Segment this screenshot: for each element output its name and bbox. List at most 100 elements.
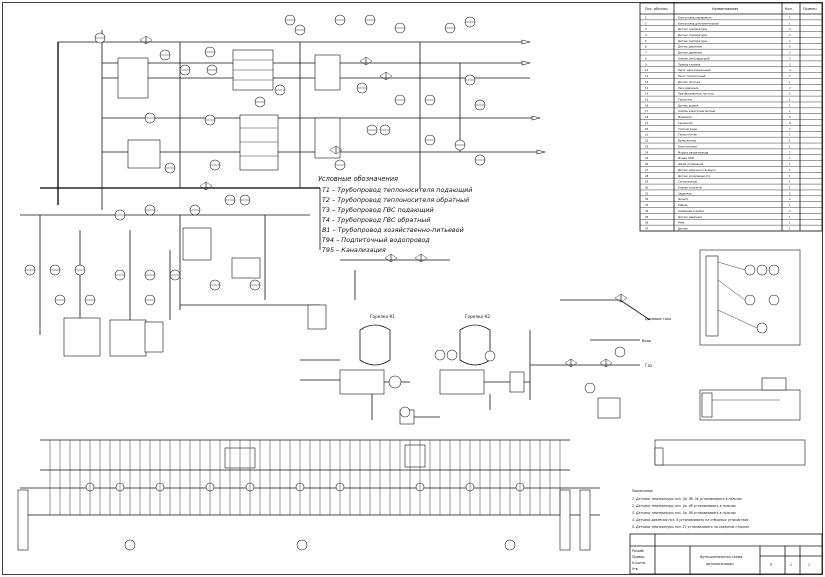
spec-cell-qty: 6 xyxy=(789,45,791,49)
spec-table: Поз. обознач. Наименование Кол. Примеч. … xyxy=(639,2,823,232)
instrument-bubbles xyxy=(24,14,486,306)
spec-cell-qty: 1 xyxy=(789,139,791,143)
gas-label: Газ xyxy=(645,363,652,368)
spec-cell-qty: 1 xyxy=(789,221,791,225)
spec-cell-name: Задвижка xyxy=(678,191,692,195)
spec-cell-qty: 2 xyxy=(789,74,791,78)
legend: Условные обозначения T1 – Трубопровод те… xyxy=(318,175,472,254)
legend-item: T2 – Трубопровод теплоносителя обратный xyxy=(322,196,469,204)
spec-cell-pos: 5 xyxy=(645,39,647,43)
title-role: Разраб. xyxy=(632,549,645,553)
spec-cell-name: Датчик давления xyxy=(678,215,702,219)
spec-cell-name: Теплосчётчик xyxy=(678,133,697,137)
spec-cell-name: Счётчик воды xyxy=(678,127,697,131)
spec-cell-pos: 22 xyxy=(645,139,649,143)
spec-cell-name: Модем GSM xyxy=(678,156,694,160)
spec-cell-pos: 10 xyxy=(645,68,649,72)
spec-cell-qty: 2 xyxy=(789,191,791,195)
spec-cell-qty: 8 xyxy=(789,115,791,119)
spec-cell-pos: 34 xyxy=(645,209,649,213)
spec-cell-qty: 2 xyxy=(789,51,791,55)
spec-cell-qty: 2 xyxy=(789,127,791,131)
title-role: Н.контр. xyxy=(632,561,646,565)
spec-cell-qty: 2 xyxy=(789,197,791,201)
title-role: Провер. xyxy=(632,555,645,559)
spec-cell-name: Датчик давления xyxy=(678,45,702,49)
spec-cell-pos: 29 xyxy=(645,180,649,184)
spec-header-name: Наименование xyxy=(712,7,738,11)
spec-cell-name: Блок питания xyxy=(678,144,697,148)
spec-cell-pos: 3 xyxy=(645,27,647,31)
spec-cell-name: Манометр xyxy=(678,115,692,119)
spec-cell-name: Клапан регулирующий xyxy=(678,56,710,60)
spec-cell-pos: 6 xyxy=(645,45,647,49)
spec-cell-pos: 4 xyxy=(645,33,647,37)
spec-cell-pos: 11 xyxy=(645,74,649,78)
boiler-section: Горелка К1 Горелка К2 Газ Дымовые газы xyxy=(300,293,671,425)
spec-cell-qty: 1 xyxy=(789,185,791,189)
spec-cell-pos: 27 xyxy=(645,168,649,172)
sheet-title-line-2: автоматизации xyxy=(706,562,734,566)
sheet-title-line-1: Функциональная схема xyxy=(700,555,742,559)
spec-cell-qty: 1 xyxy=(789,109,791,113)
spec-cell-qty: 4 xyxy=(789,27,791,31)
spec-cell-name: Шкаф управления xyxy=(678,162,704,166)
spec-cell-name: Датчик протока xyxy=(678,80,700,84)
spec-cell-pos: 13 xyxy=(645,86,649,90)
spec-cell-qty: 1 xyxy=(789,227,791,231)
spec-cell-pos: 17 xyxy=(645,109,649,113)
main-piping xyxy=(20,30,546,357)
spec-cell-pos: 28 xyxy=(645,174,649,178)
spec-cell-pos: 8 xyxy=(645,56,647,60)
spec-cell-qty: 2 xyxy=(789,86,791,90)
spec-cell-qty: 1 xyxy=(789,21,791,25)
spec-cell-name: Датчик температуры xyxy=(678,33,707,37)
spec-cell-name: Датчик загазованности xyxy=(678,174,711,178)
spec-cell-name: Контроллер дополнительный xyxy=(678,21,719,25)
note-line: 5. Датчики температуры поз. 27 устанавли… xyxy=(632,525,749,529)
spec-cell-qty: 1 xyxy=(789,15,791,19)
spec-cell-name: Термометр xyxy=(678,121,693,125)
spec-cell-name: Датчик температуры xyxy=(678,27,707,31)
title-role: Утв. xyxy=(632,567,639,571)
spec-cell-pos: 20 xyxy=(645,127,649,131)
spec-cell-qty: 1 xyxy=(789,144,791,148)
spec-cell-pos: 25 xyxy=(645,156,649,160)
spec-cell-pos: 18 xyxy=(645,115,649,119)
spec-cell-name: Преобразователь частоты xyxy=(678,92,714,96)
spec-cell-pos: 15 xyxy=(645,98,649,102)
spec-cell-pos: 24 xyxy=(645,150,649,154)
boiler-k1-label: Горелка К1 xyxy=(370,314,395,319)
spec-cell-pos: 16 xyxy=(645,103,649,107)
flue-label: Дымовые газы xyxy=(645,317,671,321)
spec-cell-qty: 2 xyxy=(789,33,791,37)
spec-cell-qty: 2 xyxy=(789,209,791,213)
spec-cell-pos: 33 xyxy=(645,203,649,207)
spec-cell-pos: 26 xyxy=(645,162,649,166)
spec-cell-qty: 1 xyxy=(789,156,791,160)
spec-cell-name: Клапан отсечной xyxy=(678,185,702,189)
spec-cell-qty: 1 xyxy=(789,98,791,102)
spec-header-note: Примеч. xyxy=(803,7,818,11)
spec-cell-name: Привод клапана xyxy=(678,62,701,66)
notes-title: Примечания xyxy=(632,489,653,493)
spec-cell-pos: 35 xyxy=(645,215,649,219)
spec-cell-qty: 1 xyxy=(789,180,791,184)
spec-cell-qty: 1 xyxy=(789,80,791,84)
spec-cell-name: Кабель xyxy=(678,203,688,207)
spec-cell-pos: 19 xyxy=(645,121,649,125)
stage-value: Р xyxy=(770,563,772,567)
spec-cell-name: Реле xyxy=(678,221,685,225)
spec-cell-pos: 21 xyxy=(645,133,649,137)
spec-cell-pos: 7 xyxy=(645,51,647,55)
legend-title: Условные обозначения xyxy=(318,175,398,183)
spec-cell-name: Термостат xyxy=(678,98,693,102)
spec-cell-qty: 1 xyxy=(789,162,791,166)
spec-cell-pos: 32 xyxy=(645,197,649,201)
legend-item: T94 – Подпиточный водопровод xyxy=(322,236,430,244)
spec-cell-qty: 2 xyxy=(789,150,791,154)
spec-cell-pos: 14 xyxy=(645,92,649,96)
spec-cell-qty: 2 xyxy=(789,39,791,43)
note-line: 4. Датчики давления поз. 6 устанавливать… xyxy=(632,518,749,522)
